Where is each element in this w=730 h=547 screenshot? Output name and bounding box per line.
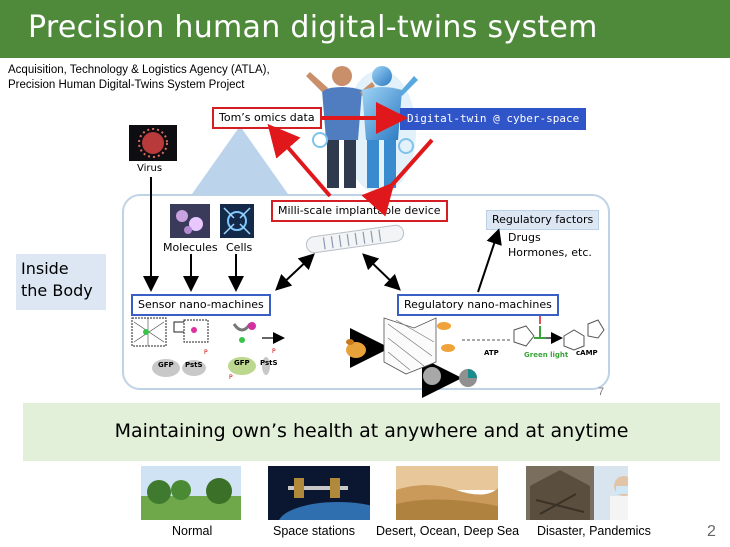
virus-image (129, 125, 177, 161)
inside-label-line2: the Body (21, 281, 93, 300)
digital-twin-label: Digital-twin @ cyber-space (400, 108, 587, 130)
source-line-2: Precision Human Digital-Twins System Pro… (8, 79, 245, 91)
regulatory-factors-label: Regulatory factors (486, 210, 600, 230)
p-label-1: P (204, 349, 208, 356)
molecules-label: Molecules (163, 241, 218, 254)
desert-image (396, 466, 498, 520)
space-station-image (268, 466, 370, 520)
normal-scene-image (141, 466, 241, 520)
pyramid-shape (192, 126, 288, 194)
green-light-label: Green light (524, 351, 569, 359)
regulatory-nano-machines-label: Regulatory nano-machines (397, 294, 559, 316)
p-label-2: P (272, 348, 276, 355)
scene-caption-normal: Normal (172, 524, 213, 538)
title-bar: Precision human digital-twins system (0, 0, 730, 58)
health-banner: Maintaining own’s health at anywhere and… (23, 403, 720, 461)
page-number: 2 (707, 523, 716, 540)
cells-label: Cells (226, 241, 253, 254)
drugs-label: Drugs (508, 231, 541, 244)
gfp-label-2: GFP (234, 359, 250, 367)
regulatory-schematic (346, 316, 605, 387)
inside-label-line1: Inside (21, 259, 69, 278)
atp-label: ATP (484, 349, 499, 357)
implant-device-label: Milli-scale implantable device (271, 200, 448, 222)
scene-caption-space: Space stations (273, 524, 355, 538)
hormones-label: Hormones, etc. (508, 246, 592, 259)
scene-caption-disaster: Disaster, Pandemics (537, 524, 651, 538)
molecules-image (170, 204, 210, 238)
banner-text: Maintaining own’s health at anywhere and… (114, 420, 629, 442)
sensor-schematic (131, 317, 270, 377)
psts-label-2: PstS (260, 359, 278, 367)
p-label-3: P (229, 374, 233, 381)
page-title: Precision human digital-twins system (28, 10, 598, 45)
source-line-1: Acquisition, Technology & Logistics Agen… (8, 64, 270, 76)
inside-body-label: Inside the Body (16, 254, 106, 310)
scene-caption-desert: Desert, Ocean, Deep Sea (376, 524, 520, 538)
inner-slide-number: 7 (598, 386, 605, 398)
cells-image (220, 204, 254, 238)
virus-label: Virus (137, 163, 163, 174)
implant-device-image (305, 224, 405, 254)
toms-omics-label: Tom’s omics data (212, 107, 322, 129)
disaster-pandemic-image (526, 466, 628, 520)
sensor-nano-machines-label: Sensor nano-machines (131, 294, 271, 316)
gfp-label-1: GFP (158, 361, 174, 369)
human-twin-illustration (306, 66, 418, 192)
camp-label: cAMP (576, 349, 598, 357)
psts-label-1: PstS (185, 361, 203, 369)
